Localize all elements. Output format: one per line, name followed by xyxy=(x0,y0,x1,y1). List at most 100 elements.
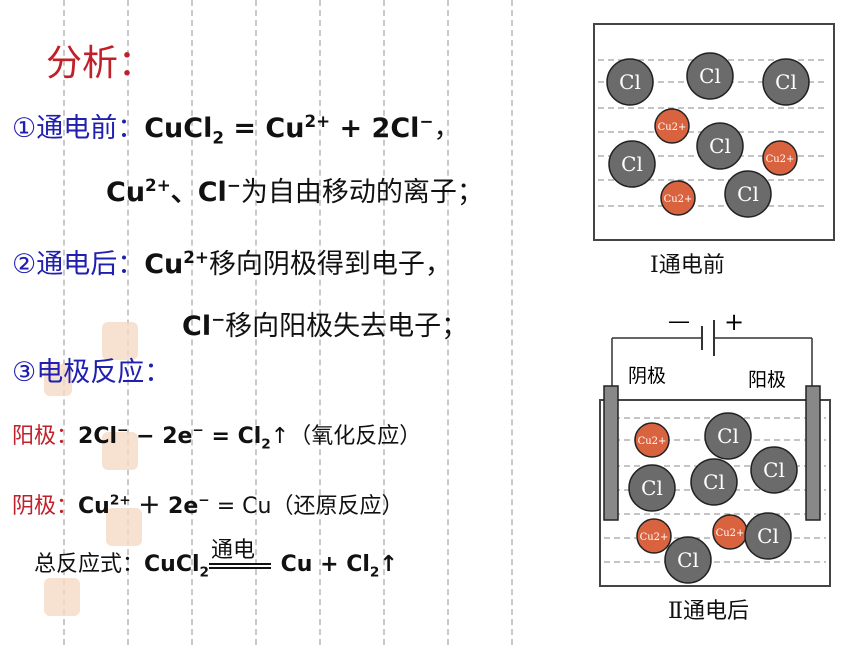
anode-d: ↑（氧化反应） xyxy=(270,424,422,449)
svg-text:Cl: Cl xyxy=(621,152,643,176)
svg-text:Cl: Cl xyxy=(775,70,797,94)
bg-dashed-line xyxy=(191,0,193,645)
cu-ion: Cu2+ xyxy=(634,422,670,458)
line4-b: 移向阳极失去电子； xyxy=(225,311,469,342)
line1-formula: CuCl2 = Cu2+ + 2Cl−， xyxy=(144,111,461,148)
line1-sub: 2 xyxy=(212,127,224,148)
svg-text:Cu2+: Cu2+ xyxy=(640,532,669,543)
anode-reaction: 阳极：2Cl− − 2e− = Cl2↑（氧化反应） xyxy=(12,418,422,453)
svg-text:Cl: Cl xyxy=(703,470,725,494)
svg-text:Cl: Cl xyxy=(757,524,779,548)
svg-text:Cu2+: Cu2+ xyxy=(638,436,667,447)
cl-ion: Cl xyxy=(696,122,744,170)
line-electrode-reactions: ③电极反应： xyxy=(12,357,172,388)
line2-a: Cu xyxy=(106,177,146,208)
line1-formula-a: CuCl xyxy=(144,113,213,144)
cu-ion: Cu2+ xyxy=(654,108,690,144)
line3-body: Cu2+移向阴极得到电子， xyxy=(144,249,452,280)
svg-text:Cu2+: Cu2+ xyxy=(716,528,745,539)
cl-ion: Cl xyxy=(606,58,654,106)
total-c: ↑ xyxy=(379,552,398,577)
battery-negative: — xyxy=(668,309,690,334)
line1-sup: 2+ xyxy=(304,111,331,131)
figure1-caption: Ⅰ通电前 xyxy=(650,253,725,278)
cathode-label: 阴极： xyxy=(12,494,79,519)
total-sub2: 2 xyxy=(369,564,380,581)
bg-dashed-line xyxy=(447,0,449,645)
line4-minus: − xyxy=(211,309,226,329)
line-after-electrolysis: ②通电后：Cu2+移向阴极得到电子， xyxy=(12,242,452,281)
cl-ion: Cl xyxy=(628,464,676,512)
line4-a: Cl xyxy=(182,311,212,342)
decorative-stamp xyxy=(44,364,72,396)
line1-eq: = Cu xyxy=(223,113,305,144)
line1-end: ， xyxy=(433,113,461,144)
battery-positive: + xyxy=(724,308,744,336)
line3-sup: 2+ xyxy=(183,247,209,267)
bg-dashed-line xyxy=(63,0,65,645)
cl-ion: Cl xyxy=(744,512,792,560)
cu-ion: Cu2+ xyxy=(712,514,748,550)
cathode-sup: 2+ xyxy=(109,492,131,509)
decorative-stamp xyxy=(106,508,142,546)
bg-dashed-line xyxy=(319,0,321,645)
anode-sub: 2 xyxy=(261,436,271,453)
bg-dashed-line xyxy=(255,0,257,645)
line3-a: Cu xyxy=(144,249,184,280)
line1-rest: + 2Cl xyxy=(330,113,420,144)
svg-text:Cu2+: Cu2+ xyxy=(664,194,693,205)
cl-ion: Cl xyxy=(704,412,752,460)
svg-text:Cu2+: Cu2+ xyxy=(766,154,795,165)
line1-prefix: ①通电前： xyxy=(12,113,145,144)
anode-label: 阳极： xyxy=(12,424,79,449)
figure2-caption: Ⅱ通电后 xyxy=(668,599,749,624)
arrow-line xyxy=(209,567,271,569)
svg-text:Cu2+: Cu2+ xyxy=(658,122,687,133)
cathode-reaction: 阴极：Cu2+ ＋ 2e− = Cu（还原反应） xyxy=(12,488,403,520)
line2-sup: 2+ xyxy=(145,175,171,195)
cl-ion: Cl xyxy=(750,446,798,494)
decorative-stamp xyxy=(102,322,138,360)
decorative-stamp xyxy=(102,432,138,470)
circuit-wires xyxy=(611,337,813,392)
line-before-electrolysis: ①通电前：CuCl2 = Cu2+ + 2Cl−， xyxy=(12,106,461,148)
svg-text:Cl: Cl xyxy=(677,548,699,572)
svg-text:Cl: Cl xyxy=(641,476,663,500)
svg-text:Cl: Cl xyxy=(737,182,759,206)
svg-text:Cl: Cl xyxy=(699,64,721,88)
bg-dashed-line xyxy=(511,0,513,645)
cathode-electrode xyxy=(603,385,619,521)
reaction-condition: 通电 xyxy=(209,538,273,576)
line2-c: 为自由移动的离子； xyxy=(240,177,484,208)
line1-minus: − xyxy=(419,111,434,131)
cl-ion: Cl xyxy=(762,58,810,106)
line2-minus: − xyxy=(226,175,241,195)
cl-ion: Cl xyxy=(690,458,738,506)
arrow-line xyxy=(209,563,271,565)
cathode-text: 阴极 xyxy=(628,365,666,387)
cl-ion: Cl xyxy=(608,140,656,188)
anode-m2: − xyxy=(192,422,204,439)
total-b: Cu + Cl xyxy=(273,552,370,577)
page-title: 分析： xyxy=(46,43,155,84)
total-label: 总反应式： xyxy=(34,552,145,577)
anode-b: − 2e xyxy=(128,424,193,449)
total-sub: 2 xyxy=(199,564,209,581)
cathode-m: − xyxy=(198,492,210,509)
cl-ion: Cl xyxy=(724,170,772,218)
cathode-a: Cu xyxy=(78,494,110,519)
anode-text: 阳极 xyxy=(748,369,786,391)
cl-ion: Cl xyxy=(686,52,734,100)
line-cl-to-anode: Cl−移向阳极失去电子； xyxy=(182,304,468,343)
svg-text:Cl: Cl xyxy=(619,70,641,94)
line3-prefix: ②通电后： xyxy=(12,249,145,280)
anode-c: = Cl xyxy=(203,424,262,449)
decorative-stamp xyxy=(44,578,80,616)
total-cond: 通电 xyxy=(211,538,256,563)
cu-ion: Cu2+ xyxy=(660,180,696,216)
bg-dashed-line xyxy=(383,0,385,645)
anode-a: 2Cl xyxy=(78,424,118,449)
